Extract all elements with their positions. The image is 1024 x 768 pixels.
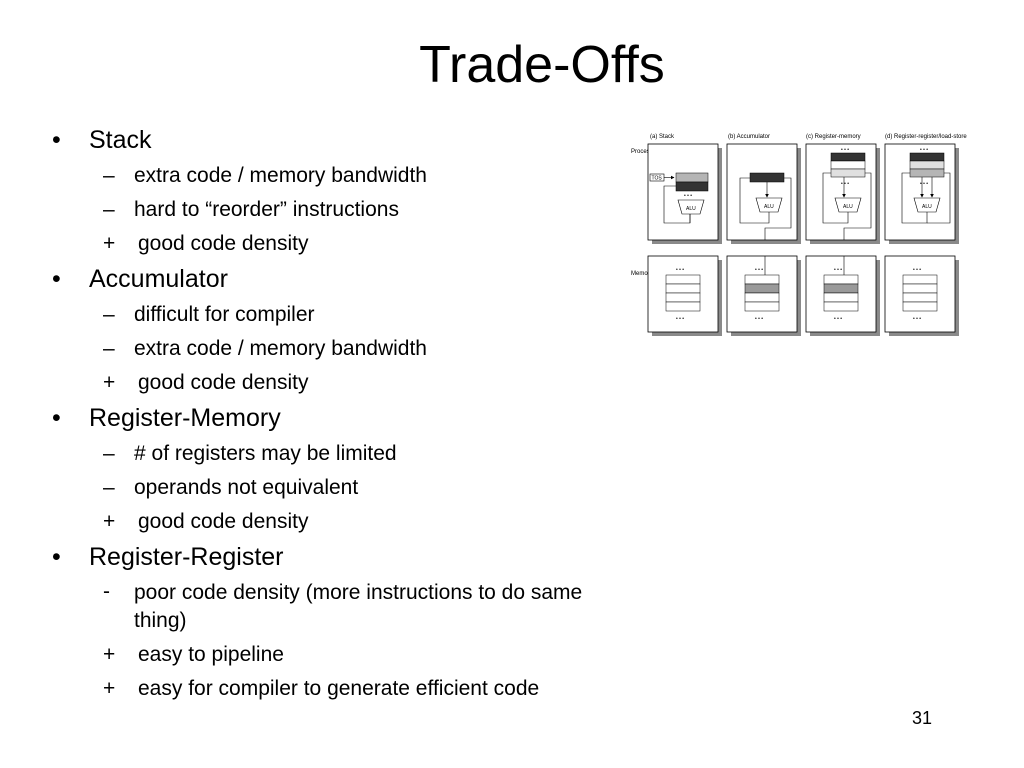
sub-bullet-marker: – bbox=[103, 164, 115, 187]
sub-bullet-marker: – bbox=[103, 303, 115, 326]
slide-number: 31 bbox=[912, 708, 933, 728]
alu-label: ALU bbox=[686, 206, 696, 212]
alu-label: ALU bbox=[843, 204, 853, 210]
bullet-text: Register-Register bbox=[89, 543, 284, 571]
panel-label-stack: (a) Stack bbox=[650, 134, 675, 140]
alu-label: ALU bbox=[922, 204, 932, 210]
sub-bullet-text: easy for compiler to generate efficient … bbox=[138, 677, 540, 700]
memory-cells: • • • • • • • • • • • • • • • • • • • • … bbox=[665, 256, 938, 322]
processor-label: Processor bbox=[631, 149, 658, 155]
isa-architecture-diagram: (a) Stack (b) Accumulator (c) Register-m… bbox=[631, 134, 967, 336]
bullet-marker: • bbox=[52, 404, 61, 432]
register-memory-processor: • • • • • • ALU bbox=[822, 147, 872, 240]
ellipsis: • • • bbox=[920, 181, 928, 187]
ellipsis: • • • bbox=[920, 147, 928, 153]
ellipsis: • • • bbox=[755, 267, 763, 273]
tos-label: TOS bbox=[652, 176, 663, 182]
ellipsis: • • • bbox=[841, 181, 849, 187]
sub-bullet-text: difficult for compiler bbox=[134, 303, 315, 326]
sub-bullet-marker: + bbox=[103, 232, 116, 255]
sub-bullet-marker: – bbox=[103, 476, 115, 499]
sub-bullet-text: good code density bbox=[138, 232, 309, 255]
register-register-processor: • • • • • • ALU bbox=[901, 147, 951, 224]
ellipsis: • • • bbox=[913, 316, 921, 322]
sub-bullet-text: # of registers may be limited bbox=[134, 442, 397, 465]
sub-bullet-text: operands not equivalent bbox=[134, 476, 359, 499]
sub-bullet-marker: – bbox=[103, 198, 115, 221]
bullet-marker: • bbox=[52, 543, 61, 571]
ellipsis: • • • bbox=[676, 316, 684, 322]
sub-bullet-marker: + bbox=[103, 371, 116, 394]
ellipsis: • • • bbox=[755, 316, 763, 322]
panel-label-register-register: (d) Register-register/load-store bbox=[885, 134, 967, 140]
sub-bullet-text: poor code density (more instructions to … bbox=[134, 581, 583, 632]
sub-bullet-marker: + bbox=[103, 510, 116, 533]
panel-label-accumulator: (b) Accumulator bbox=[728, 134, 770, 140]
sub-bullet-marker: – bbox=[103, 442, 115, 465]
bullet-marker: • bbox=[52, 126, 61, 154]
slide-title: Trade-Offs bbox=[419, 36, 665, 94]
sub-bullet-marker: – bbox=[103, 337, 115, 360]
sub-bullet-marker: + bbox=[103, 643, 116, 666]
ellipsis: • • • bbox=[841, 147, 849, 153]
stack-processor: TOS • • • ALU bbox=[649, 172, 709, 224]
sub-bullet-text: hard to “reorder” instructions bbox=[134, 198, 399, 221]
bullet-text: Stack bbox=[89, 126, 152, 154]
sub-bullet-text: good code density bbox=[138, 371, 309, 394]
ellipsis: • • • bbox=[676, 267, 684, 273]
sub-bullet-text: extra code / memory bandwidth bbox=[134, 164, 427, 187]
sub-bullet-text: easy to pipeline bbox=[138, 643, 284, 666]
sub-bullet-text: extra code / memory bandwidth bbox=[134, 337, 427, 360]
sub-bullet-marker: + bbox=[103, 677, 116, 700]
ellipsis: • • • bbox=[913, 267, 921, 273]
ellipsis: • • • bbox=[684, 193, 692, 199]
ellipsis: • • • bbox=[834, 267, 842, 273]
accumulator-processor: ALU bbox=[739, 172, 792, 240]
sub-bullet-text: good code density bbox=[138, 510, 309, 533]
ellipsis: • • • bbox=[834, 316, 842, 322]
bullet-text: Accumulator bbox=[89, 265, 228, 293]
memory-label: Memory bbox=[631, 271, 653, 277]
alu-label: ALU bbox=[764, 204, 774, 210]
bullet-marker: • bbox=[52, 265, 61, 293]
sub-bullet-marker: - bbox=[103, 580, 110, 603]
bullet-list: • Stack – extra code / memory bandwidth … bbox=[52, 126, 583, 700]
panel-label-register-memory: (c) Register-memory bbox=[806, 134, 861, 140]
bullet-text: Register-Memory bbox=[89, 404, 281, 432]
